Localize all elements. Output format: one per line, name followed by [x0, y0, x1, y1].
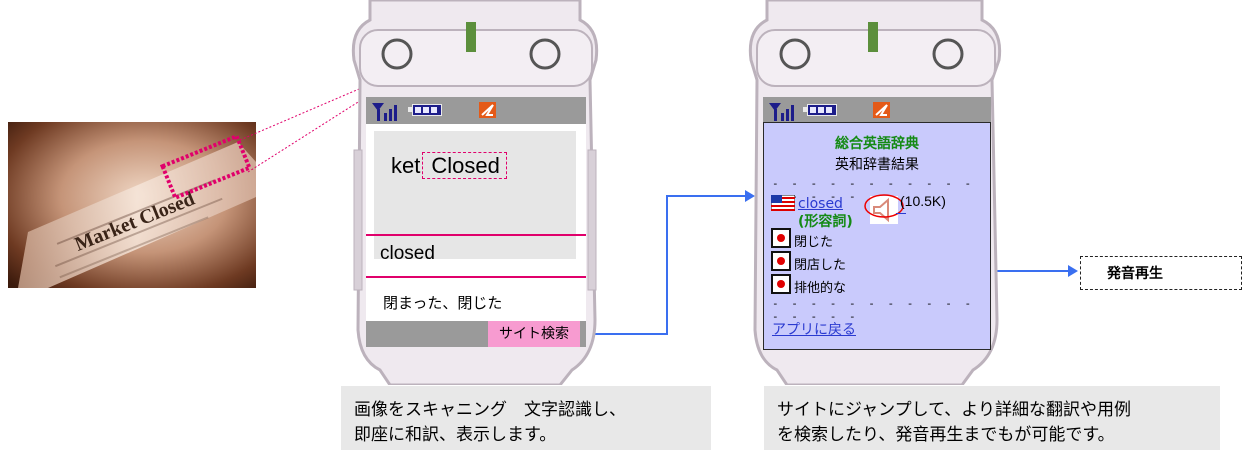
jp-flag-icon — [771, 251, 791, 271]
divider — [366, 276, 586, 278]
signal-icon — [769, 103, 794, 121]
scan-prefix: ket — [391, 153, 421, 178]
recognized-word: closed — [380, 243, 435, 264]
battery-icon — [408, 104, 444, 116]
site-search-button[interactable]: サイト検索 — [488, 321, 580, 347]
status-bar — [763, 97, 991, 124]
separator-bottom: - - - - - - - - - - - - - - - - — [772, 297, 975, 323]
scan-highlight[interactable]: Closed — [422, 152, 507, 179]
dictionary-title: 総合英語辞典 — [835, 136, 919, 152]
meaning-item: 閉じた — [794, 235, 834, 250]
meaning-item: 排他的な — [794, 281, 847, 296]
divider — [366, 234, 586, 236]
signal-icon — [372, 103, 397, 121]
meaning-item: 閉店した — [794, 258, 847, 273]
translation-text: 閉まった、閉じた — [383, 294, 503, 312]
mail-icon — [479, 102, 496, 118]
part-of-speech: (形容詞) — [798, 214, 853, 230]
phone-right-screen: 総合英語辞典 英和辞書結果 - - - - - - - - - - - - - … — [763, 122, 991, 350]
scanned-photo: Market Closed — [8, 122, 256, 288]
mail-icon — [873, 102, 890, 118]
caption-left: 画像をスキャニング 文字認識し、 即座に和訳、表示します。 — [341, 386, 711, 450]
caption-right: サイトにジャンプして、より詳細な翻訳や用例 を検索したり、発音再生までもが可能で… — [764, 386, 1220, 450]
jp-flag-icon — [771, 228, 791, 248]
audio-size: (10.5K) — [900, 193, 946, 209]
status-bar — [366, 97, 586, 124]
photo-selection-box — [159, 133, 253, 201]
result-subtitle: 英和辞書結果 — [835, 157, 919, 173]
us-flag-icon — [771, 195, 795, 211]
speaker-highlight-ellipse — [864, 194, 904, 218]
audio-playback-callout: 発音再生 — [1080, 256, 1242, 290]
jp-flag-icon — [771, 274, 791, 294]
audio-link-underline[interactable] — [896, 213, 906, 214]
speaker-icon[interactable] — [870, 196, 898, 224]
back-to-app-link[interactable]: アプリに戻る — [772, 322, 856, 338]
entry-word-link[interactable]: closed — [798, 196, 843, 212]
battery-icon — [803, 104, 839, 116]
